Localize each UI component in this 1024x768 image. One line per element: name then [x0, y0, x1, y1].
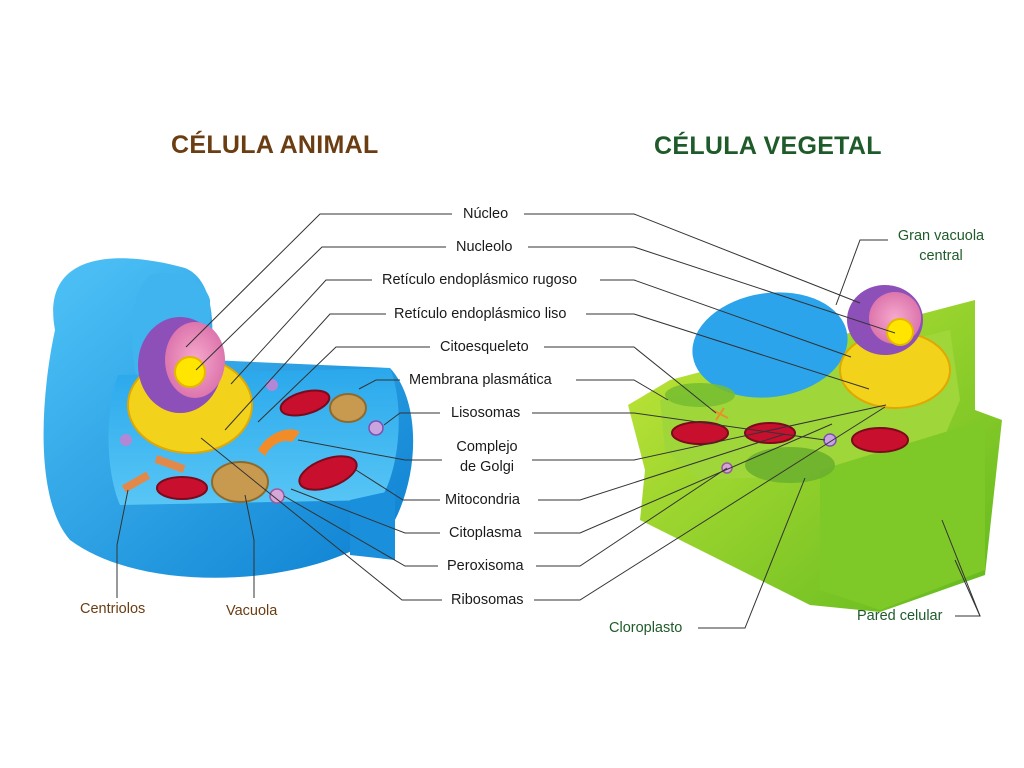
label-mitocondria: Mitocondria	[445, 492, 520, 508]
animal-centriole-2	[154, 455, 186, 473]
animal-nucleolus	[174, 356, 206, 388]
label-citoesqueleto: Citoesqueleto	[440, 339, 529, 355]
leader-peroxisoma-right	[536, 467, 728, 567]
plant-central-vacuole	[692, 292, 848, 398]
leader-nucleolo-left	[195, 246, 446, 371]
plant-chloroplast-2	[665, 383, 735, 407]
leader-membrana-right	[576, 379, 669, 401]
label-gran-vacuola-line1: Gran vacuola	[897, 228, 985, 244]
leader-nucleo-left	[185, 213, 452, 348]
label-cloroplasto: Cloroplasto	[609, 620, 683, 636]
leader-cloroplasto	[698, 477, 806, 629]
animal-mito-2	[298, 455, 358, 491]
leader-lisosomas-left	[383, 412, 440, 426]
leader-peroxisoma-left	[283, 495, 438, 567]
leader-rer-right	[600, 279, 852, 358]
plant-cell	[628, 285, 1002, 612]
label-citoplasma: Citoplasma	[449, 525, 522, 541]
leader-vacuola	[244, 494, 255, 598]
plant-chloroplast-1	[745, 447, 835, 483]
animal-vacuole-1	[211, 461, 269, 503]
animal-mito-1	[279, 389, 331, 417]
leader-citoplasma-left	[290, 488, 440, 534]
leader-pared-2	[954, 559, 981, 617]
label-membrana: Membrana plasmática	[409, 372, 552, 388]
leader-golgi-left	[297, 439, 442, 461]
label-ribosomas: Ribosomas	[451, 592, 524, 608]
label-rel: Retículo endoplásmico liso	[394, 306, 567, 322]
animal-cell	[43, 258, 414, 578]
leader-nucleolo-right	[528, 246, 896, 334]
leader-ribosomas-right	[534, 406, 886, 601]
label-nucleo: Núcleo	[463, 206, 509, 222]
plant-mito-3	[851, 427, 909, 453]
leader-citoplasma-right	[534, 423, 833, 534]
animal-lysosome	[368, 420, 384, 436]
label-rer: Retículo endoplásmico rugoso	[382, 272, 578, 288]
label-nucleolo: Nucleolo	[456, 239, 513, 255]
animal-cell-notch	[350, 490, 395, 560]
leader-mitocondria-right	[538, 433, 786, 501]
label-lisosomas: Lisosomas	[451, 405, 521, 421]
plant-nucleolus	[886, 318, 914, 346]
plant-wall-front	[820, 420, 985, 610]
label-golgi-line2: de Golgi	[459, 459, 514, 475]
animal-peroxisome	[269, 488, 285, 504]
leader-lines	[116, 213, 981, 629]
leader-membrana-left	[358, 379, 400, 390]
animal-small-2	[266, 379, 278, 391]
leader-nucleo-right	[524, 213, 861, 304]
label-gran-vacuola-line2: central	[919, 248, 963, 264]
animal-mito-3	[156, 476, 208, 500]
label-vacuola: Vacuola	[226, 603, 278, 619]
leader-rel-right	[586, 313, 870, 390]
animal-golgi	[258, 429, 300, 456]
leader-ribosomas-left	[200, 437, 442, 601]
animal-vacuole-2	[329, 393, 367, 423]
label-pared-celular: Pared celular	[857, 608, 943, 624]
leader-citoesqueleto-right	[544, 346, 717, 414]
leader-citoesqueleto-left	[257, 346, 430, 423]
leader-rer-left	[230, 279, 372, 385]
animal-centriole	[121, 471, 151, 493]
plant-cell-title: CÉLULA VEGETAL	[654, 132, 882, 160]
animal-cell-title: CÉLULA ANIMAL	[171, 131, 379, 159]
animal-small-1	[120, 434, 132, 446]
label-centriolos: Centriolos	[80, 601, 146, 617]
leader-golgi-right	[532, 404, 887, 461]
label-golgi-line1: Complejo	[456, 439, 518, 455]
leader-lisosomas-right	[532, 412, 826, 441]
leader-gran-vacuola	[835, 239, 888, 306]
label-peroxisoma: Peroxisoma	[447, 558, 524, 574]
leader-mitocondria-left	[355, 469, 440, 501]
leader-centriolos	[116, 489, 129, 598]
leader-rel-left	[224, 313, 386, 431]
